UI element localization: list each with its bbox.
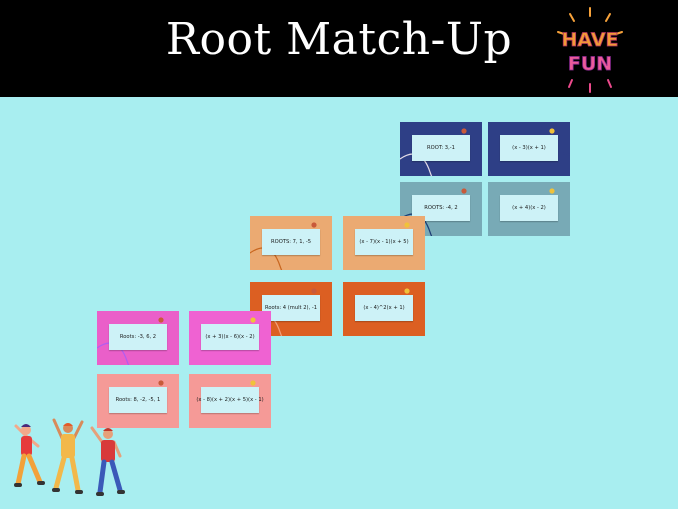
dancer-1 [14, 424, 45, 487]
card-text: ROOTS: 7, 1, -5 [271, 239, 311, 245]
pushpin-icon [549, 128, 555, 134]
card-text: (x - 4)^2(x + 1) [363, 305, 405, 311]
pushpin-icon [158, 380, 164, 386]
card-decoration [394, 216, 425, 250]
have-fun-icon: HAVE FUN [557, 7, 623, 93]
dancing-people-icon [14, 418, 125, 496]
match-card-9[interactable]: Roots: -3, 6, 2 [97, 311, 179, 365]
match-card-12[interactable]: (x - 8)(x + 2)(x + 5)(x - 1) [189, 374, 271, 428]
badge-line-1: HAVE [562, 29, 619, 51]
card-note: ROOTS: 7, 1, -5 [262, 229, 320, 255]
pushpin-icon [549, 188, 555, 194]
card-decoration [250, 247, 283, 270]
match-card-5[interactable]: ROOTS: 7, 1, -5 [250, 216, 332, 270]
card-note: (x - 7)(x - 1)(x + 5) [355, 229, 413, 255]
card-text: ROOTS: -4, 2 [424, 205, 458, 211]
card-text: (x - 8)(x + 2)(x + 5)(x - 1) [196, 397, 264, 403]
card-decoration [97, 405, 130, 428]
pushpin-icon [404, 222, 410, 228]
card-decoration [97, 342, 130, 365]
card-note: (x - 4)^2(x + 1) [355, 295, 413, 321]
badge-line-2: FUN [568, 53, 612, 75]
card-decoration [240, 374, 271, 408]
card-decoration [400, 153, 433, 176]
card-note: (x - 3)(x + 1) [500, 135, 558, 161]
pushpin-icon [461, 128, 467, 134]
card-note: (x - 8)(x + 2)(x + 5)(x - 1) [196, 387, 264, 413]
card-note: (x + 4)(x - 2) [500, 195, 558, 221]
match-card-2[interactable]: (x - 3)(x + 1) [488, 122, 570, 176]
card-text: (x + 3)(x - 6)(x - 2) [205, 334, 255, 340]
card-text: Roots: 8, -2, -5, 1 [115, 397, 161, 403]
card-text: (x - 7)(x - 1)(x + 5) [359, 239, 409, 245]
match-card-8[interactable]: (x - 4)^2(x + 1) [343, 282, 425, 336]
header-bar: Root Match-Up HAVE FUN [0, 0, 678, 97]
dancer-3 [90, 426, 125, 496]
card-text: (x - 3)(x + 1) [512, 145, 546, 151]
card-note: (x + 3)(x - 6)(x - 2) [201, 324, 259, 350]
pushpin-icon [311, 222, 317, 228]
card-decoration [400, 213, 433, 236]
pushpin-icon [404, 288, 410, 294]
dancer-2 [52, 418, 84, 494]
pushpin-icon [250, 317, 256, 323]
card-text: ROOT: 3,-1 [427, 145, 455, 151]
match-card-10[interactable]: (x + 3)(x - 6)(x - 2) [189, 311, 271, 365]
card-decoration [240, 311, 271, 345]
card-text: Roots: 4 (mult 2), -1 [264, 305, 318, 311]
card-text: Roots: -3, 6, 2 [119, 334, 157, 340]
pushpin-icon [158, 317, 164, 323]
card-decoration [539, 182, 570, 216]
match-card-11[interactable]: Roots: 8, -2, -5, 1 [97, 374, 179, 428]
card-text: (x + 4)(x - 2) [512, 205, 546, 211]
match-card-1[interactable]: ROOT: 3,-1 [400, 122, 482, 176]
pushpin-icon [461, 188, 467, 194]
card-decoration [539, 122, 570, 156]
page-title: Root Match-Up [165, 14, 513, 65]
card-note: Roots: 4 (mult 2), -1 [262, 295, 320, 321]
pushpin-icon [250, 380, 256, 386]
match-card-6[interactable]: (x - 7)(x - 1)(x + 5) [343, 216, 425, 270]
card-decoration [394, 282, 425, 316]
card-note: Roots: 8, -2, -5, 1 [109, 387, 167, 413]
card-note: ROOT: 3,-1 [412, 135, 470, 161]
card-note: Roots: -3, 6, 2 [109, 324, 167, 350]
pushpin-icon [311, 288, 317, 294]
match-card-4[interactable]: (x + 4)(x - 2) [488, 182, 570, 236]
